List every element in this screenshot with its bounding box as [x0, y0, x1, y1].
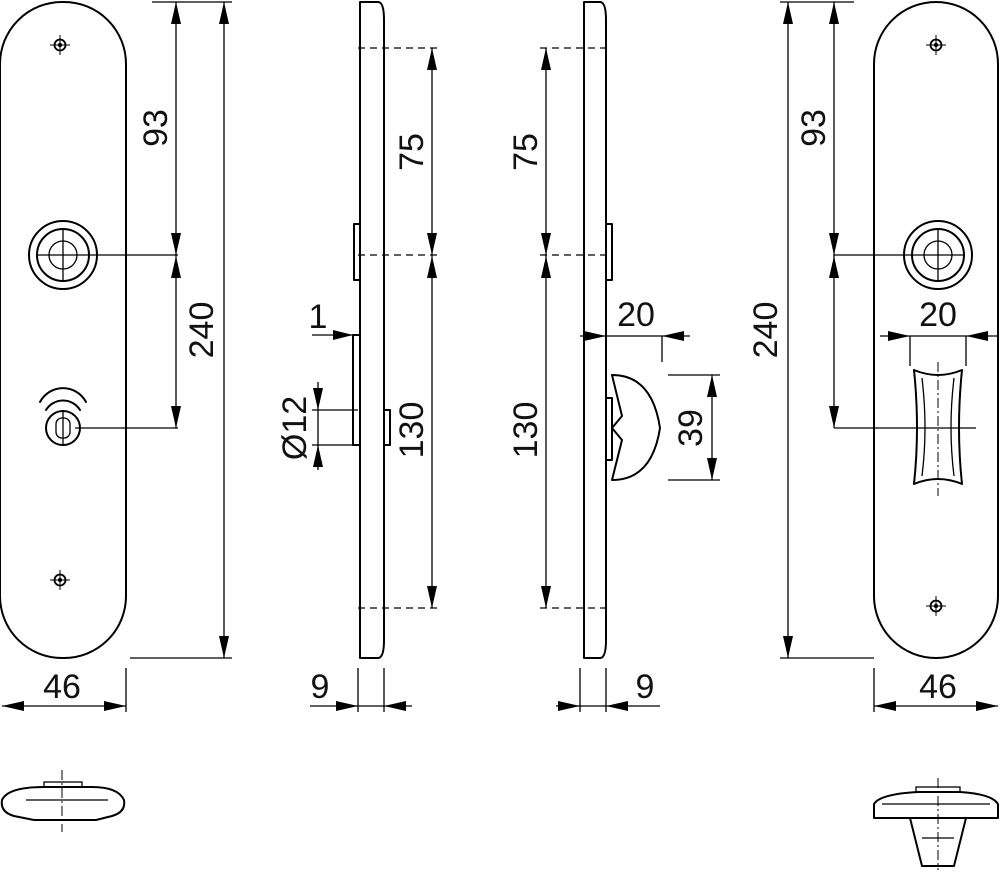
dim-46-right: 46 [919, 668, 957, 706]
bottom-view-right [873, 778, 999, 870]
turn-knob-icon [834, 362, 976, 496]
dim-39-side: 39 [672, 409, 710, 447]
dim-93-right: 93 [795, 109, 833, 147]
turn-knob-profile [611, 374, 661, 481]
handle-bore-icon [834, 220, 973, 290]
side-view-left: 75 130 1 Ø12 9 [276, 1, 440, 712]
screw-hole-icon [50, 35, 70, 55]
dim-93-left: 93 [137, 109, 175, 147]
dim-130-right: 130 [507, 402, 545, 459]
dim-130-left: 130 [393, 402, 431, 459]
front-view-right: 20 93 240 46 [747, 1, 999, 712]
screw-hole-icon [926, 35, 946, 55]
dim-20-front: 20 [919, 296, 957, 334]
escutcheon-plate-left [0, 1, 127, 659]
privacy-lock-icon [39, 387, 178, 446]
bottom-view-left [0, 770, 126, 832]
escutcheon-plate-right [873, 1, 999, 659]
handle-bore-icon [28, 220, 178, 290]
screw-hole-icon [926, 596, 946, 616]
plate-profile-left [359, 1, 385, 659]
dim-d12-left: Ø12 [276, 396, 314, 460]
front-view-left: 93 240 46 [0, 1, 232, 712]
dim-9-left: 9 [311, 668, 330, 706]
dim-75-right: 75 [507, 133, 545, 171]
plate-profile-right [583, 1, 607, 659]
dim-1-left: 1 [309, 298, 328, 336]
dim-240-right: 240 [747, 302, 785, 359]
side-view-right: 75 130 20 39 9 [507, 1, 720, 712]
dim-20-side: 20 [617, 296, 655, 334]
dim-9-right: 9 [636, 668, 655, 706]
screw-hole-icon [50, 570, 70, 590]
dim-75-left: 75 [393, 133, 431, 171]
dim-240-left: 240 [183, 302, 221, 359]
dim-46-left: 46 [43, 668, 81, 706]
